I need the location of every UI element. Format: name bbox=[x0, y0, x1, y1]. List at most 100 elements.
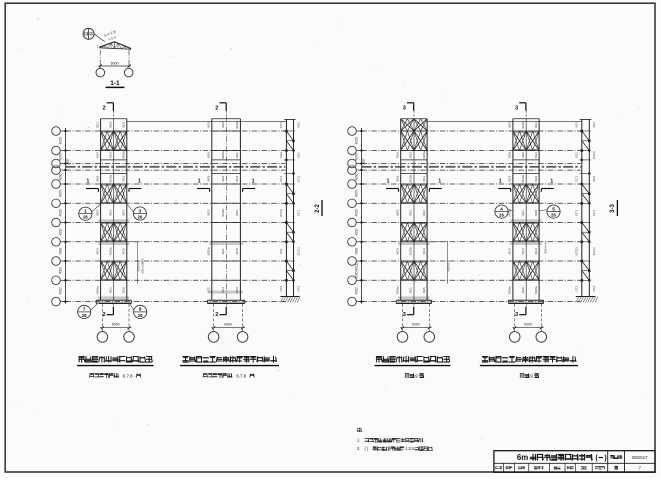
svg-text:CC1: CC1 bbox=[296, 210, 300, 216]
svg-text:3-3: 3-3 bbox=[610, 204, 616, 213]
svg-text:2: 2 bbox=[215, 312, 218, 318]
svg-text:6000: 6000 bbox=[412, 323, 420, 327]
svg-text:9: 9 bbox=[415, 373, 418, 378]
svg-text:XG2: XG2 bbox=[122, 122, 126, 128]
svg-text:CC1: CC1 bbox=[279, 285, 283, 291]
svg-text:600: 600 bbox=[362, 159, 366, 164]
svg-text:CC1: CC1 bbox=[279, 122, 283, 128]
svg-text:3: 3 bbox=[515, 312, 518, 318]
svg-text:3: 3 bbox=[515, 105, 518, 111]
svg-text:XG6: XG6 bbox=[508, 122, 512, 128]
svg-text:XG2: XG2 bbox=[508, 248, 512, 254]
svg-text:05G517: 05G517 bbox=[632, 455, 648, 460]
svg-text:CC1: CC1 bbox=[574, 175, 578, 181]
svg-text:): ) bbox=[604, 455, 606, 462]
svg-text:XG1: XG1 bbox=[95, 122, 99, 128]
svg-text:XG5: XG5 bbox=[508, 152, 512, 158]
svg-text:XG5: XG5 bbox=[395, 210, 399, 216]
svg-text:(CC2): (CC2) bbox=[279, 209, 283, 217]
svg-text:XG3: XG3 bbox=[235, 287, 239, 293]
svg-text:4000: 4000 bbox=[355, 153, 359, 160]
svg-text:XG5: XG5 bbox=[534, 210, 538, 216]
svg-text:6m: 6m bbox=[517, 453, 528, 462]
svg-text:XG1: XG1 bbox=[592, 122, 596, 128]
svg-text:XG5a: XG5a bbox=[395, 286, 399, 294]
svg-text:(: ( bbox=[595, 455, 598, 462]
svg-text:600×6-6: 600×6-6 bbox=[544, 242, 548, 253]
svg-text:XG2: XG2 bbox=[207, 287, 211, 293]
svg-text:7: 7 bbox=[639, 465, 642, 470]
svg-text:XG6: XG6 bbox=[534, 175, 538, 181]
svg-text:XG4: XG4 bbox=[235, 175, 239, 181]
svg-text:XG5a: XG5a bbox=[521, 121, 525, 129]
svg-text:XG1: XG1 bbox=[521, 210, 525, 216]
svg-text:XG5a: XG5a bbox=[409, 175, 413, 183]
svg-text:600×6-6: 600×6-6 bbox=[137, 260, 141, 271]
svg-text:XG5a: XG5a bbox=[508, 286, 512, 294]
svg-text:CC1: CC1 bbox=[574, 285, 578, 291]
svg-text:XG4: XG4 bbox=[422, 210, 426, 216]
svg-text:XG2: XG2 bbox=[592, 175, 596, 181]
svg-text:2: 2 bbox=[215, 105, 218, 111]
svg-text:1-1: 1-1 bbox=[110, 80, 120, 87]
svg-text:XG5a: XG5a bbox=[95, 286, 99, 294]
svg-text:XG1: XG1 bbox=[574, 152, 578, 158]
svg-text:XG5a: XG5a bbox=[534, 286, 538, 294]
svg-text:XG4: XG4 bbox=[207, 122, 211, 128]
svg-text:1: 1 bbox=[252, 178, 255, 184]
svg-text:XG6: XG6 bbox=[207, 152, 211, 158]
svg-text:XG1: XG1 bbox=[409, 287, 413, 293]
svg-text:( ): ( ) bbox=[365, 446, 370, 451]
svg-text:6000: 6000 bbox=[224, 323, 232, 327]
svg-text:XG4: XG4 bbox=[95, 152, 99, 158]
svg-text:CC1: CC1 bbox=[296, 285, 300, 291]
svg-text:2: 2 bbox=[102, 312, 105, 318]
svg-text:26: 26 bbox=[138, 215, 143, 220]
svg-text:XG1: XG1 bbox=[122, 175, 126, 181]
svg-text:4000: 4000 bbox=[355, 209, 359, 216]
svg-text:XG5a: XG5a bbox=[108, 175, 112, 183]
svg-text:XG6: XG6 bbox=[95, 175, 99, 181]
svg-text:26: 26 bbox=[83, 215, 88, 220]
svg-text:3: 3 bbox=[139, 208, 142, 213]
svg-text:XG5a: XG5a bbox=[422, 151, 426, 159]
svg-text:9: 9 bbox=[530, 373, 533, 378]
svg-text:6.7.8: 6.7.8 bbox=[236, 373, 246, 378]
svg-text:4000: 4000 bbox=[355, 190, 359, 197]
svg-text:1: 1 bbox=[84, 209, 87, 214]
svg-text:(CC2): (CC2) bbox=[592, 247, 596, 255]
svg-text:1.: 1. bbox=[357, 438, 361, 443]
svg-text:CC1: CC1 bbox=[592, 285, 596, 291]
svg-text:1: 1 bbox=[387, 178, 390, 184]
svg-text:6000(4011): 6000(4011) bbox=[355, 263, 359, 279]
svg-text:XG5a: XG5a bbox=[521, 175, 525, 183]
svg-text:XG5: XG5 bbox=[422, 287, 426, 293]
svg-text:2: 2 bbox=[102, 105, 105, 111]
svg-text:XG1: XG1 bbox=[296, 152, 300, 158]
svg-text:(CC2): (CC2) bbox=[592, 151, 596, 159]
svg-text:i=1:3: i=1:3 bbox=[108, 35, 116, 41]
svg-text:4000: 4000 bbox=[355, 173, 359, 180]
svg-text:XG1: XG1 bbox=[534, 122, 538, 128]
svg-text:XG3: XG3 bbox=[395, 248, 399, 254]
svg-text:XG5a: XG5a bbox=[122, 151, 126, 159]
svg-text:4000: 4000 bbox=[59, 153, 63, 160]
svg-text:6000: 6000 bbox=[112, 323, 120, 327]
svg-text:XG3: XG3 bbox=[221, 122, 225, 128]
svg-text:XG5a: XG5a bbox=[207, 247, 211, 255]
svg-text:4000: 4000 bbox=[355, 137, 359, 144]
svg-text:4000: 4000 bbox=[59, 137, 63, 144]
svg-text:XG6: XG6 bbox=[122, 248, 126, 254]
svg-text:XG5a: XG5a bbox=[221, 151, 225, 159]
svg-text:XG4: XG4 bbox=[521, 248, 525, 254]
svg-text:XG3: XG3 bbox=[534, 248, 538, 254]
svg-text:CC1: CC1 bbox=[574, 210, 578, 216]
svg-text:1: 1 bbox=[499, 178, 502, 184]
svg-text:4000: 4000 bbox=[59, 228, 63, 235]
svg-text:CC1: CC1 bbox=[296, 175, 300, 181]
svg-text:XG5: XG5 bbox=[122, 287, 126, 293]
svg-text:XG2: XG2 bbox=[108, 210, 112, 216]
svg-text:XG5a: XG5a bbox=[221, 209, 225, 217]
svg-text:4000: 4000 bbox=[59, 173, 63, 180]
svg-text:XG6: XG6 bbox=[422, 248, 426, 254]
